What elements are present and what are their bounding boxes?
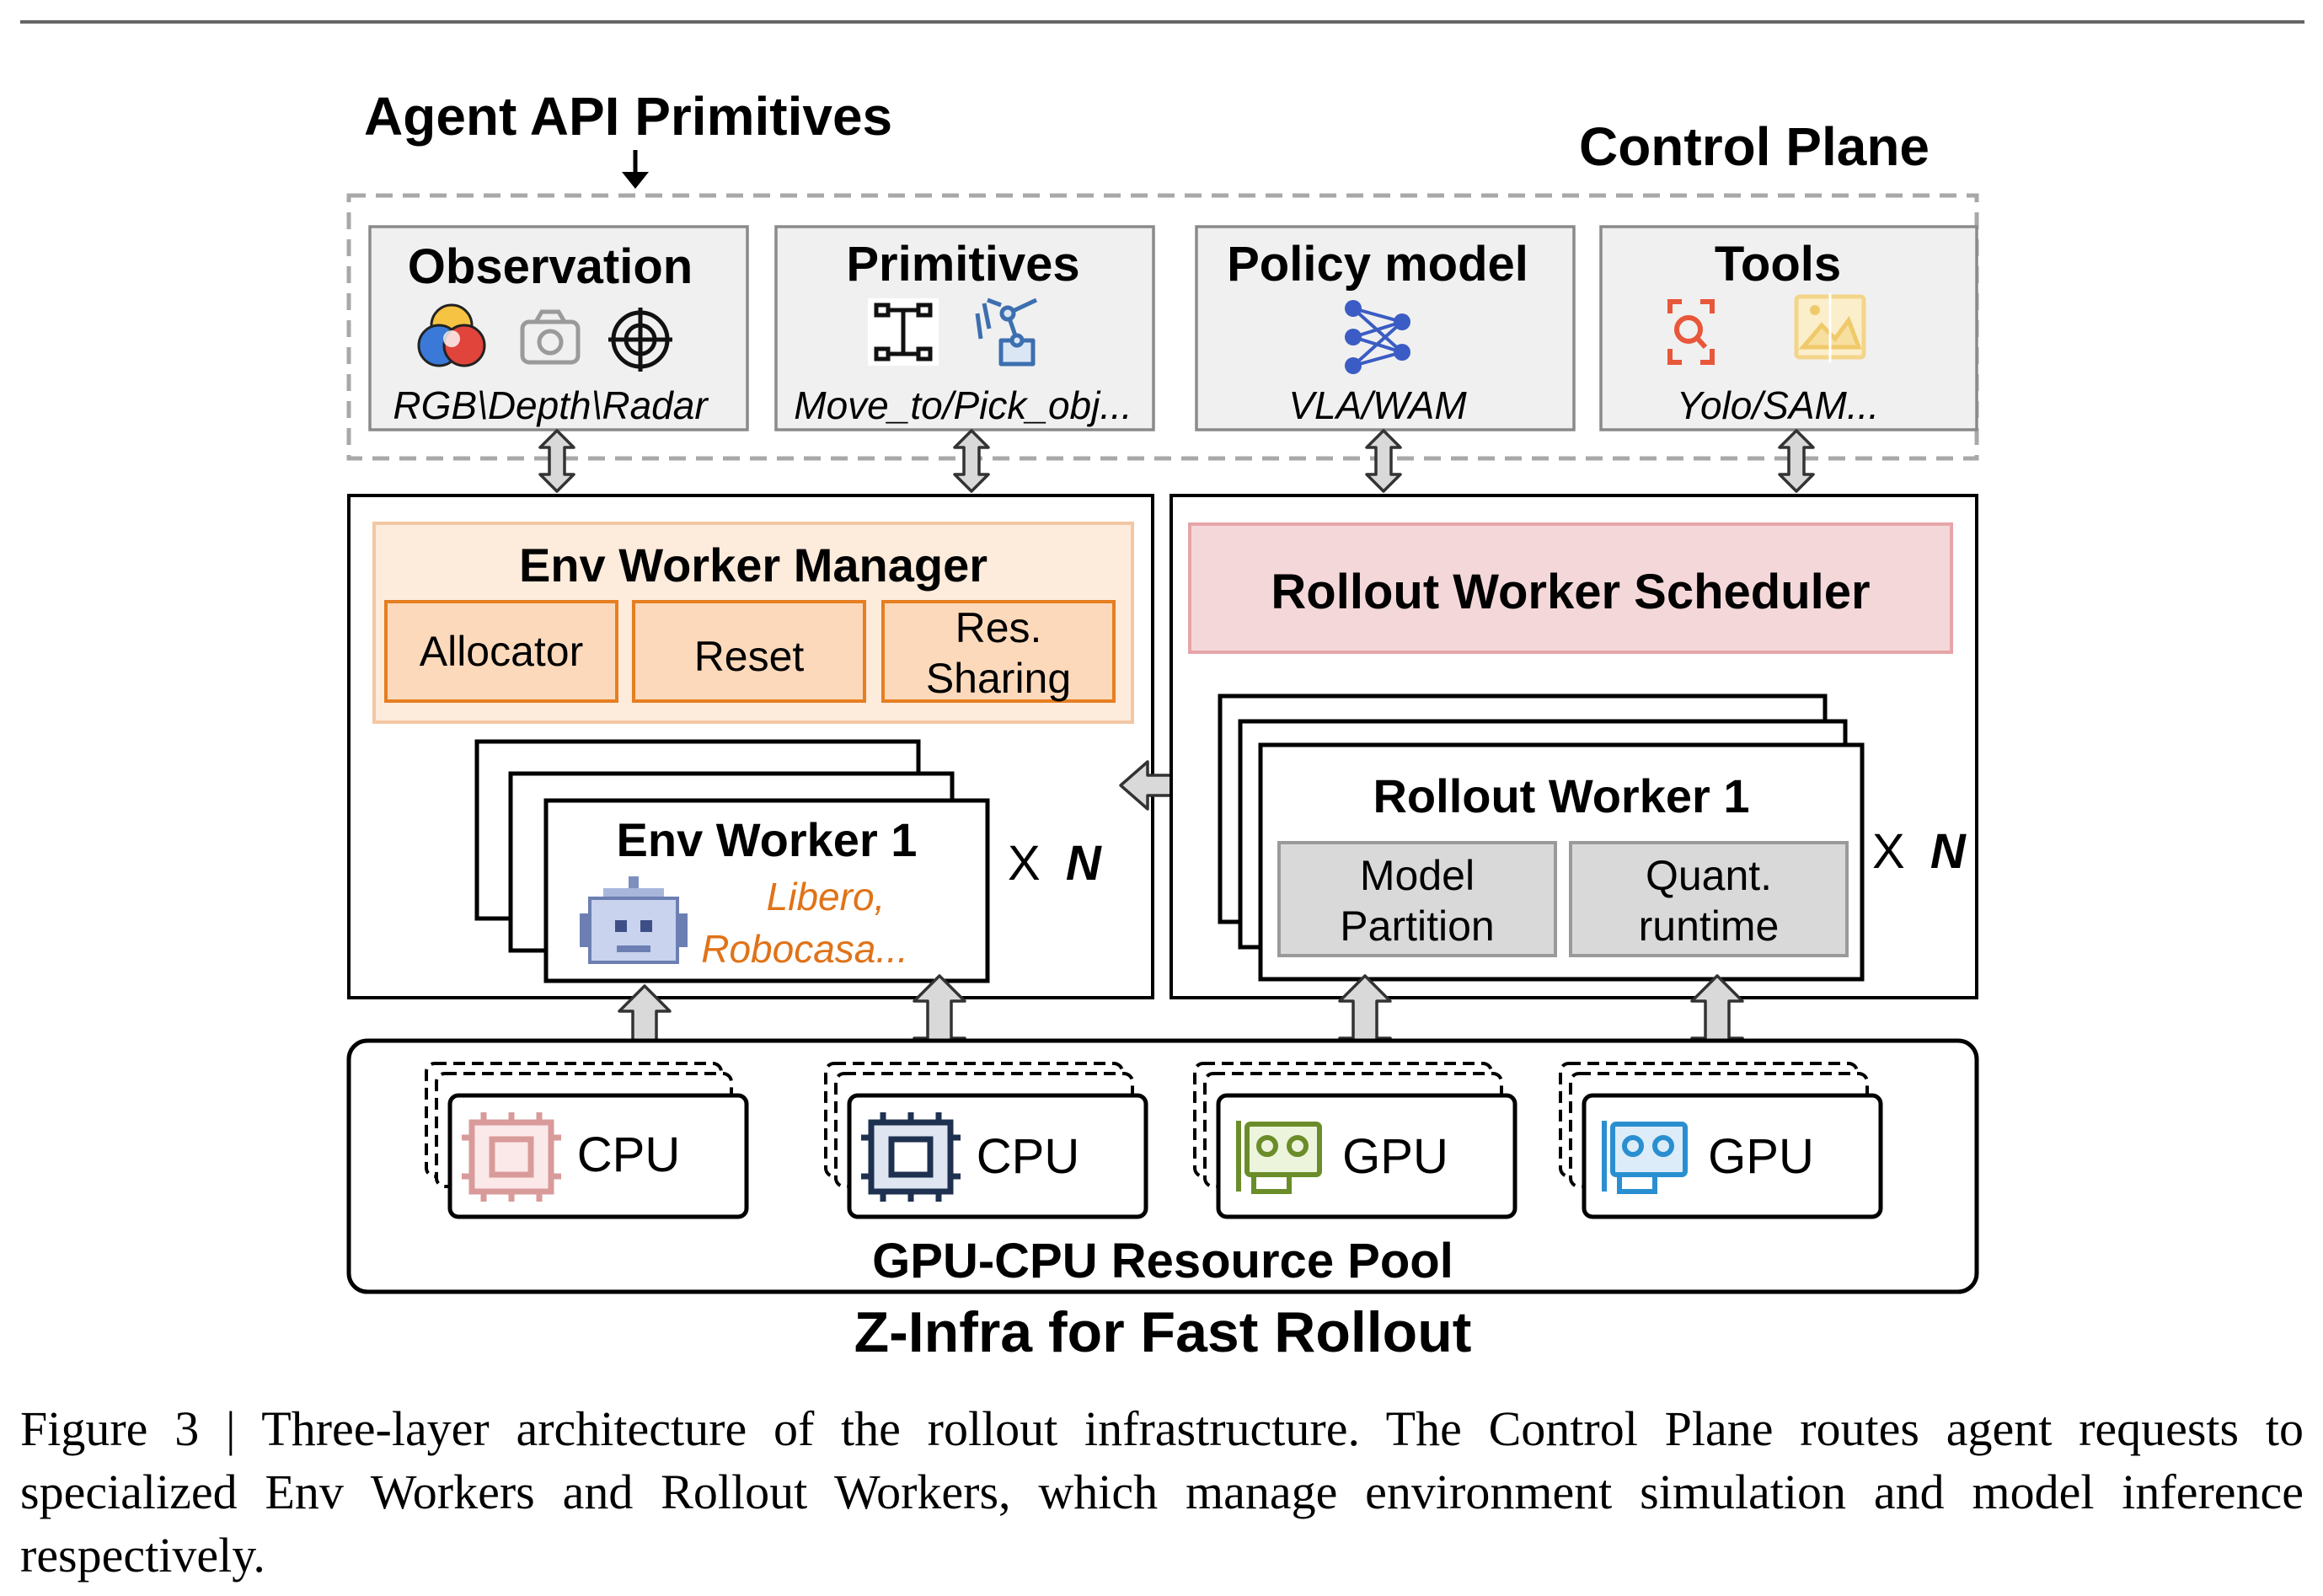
model-partition-box: [1277, 841, 1557, 957]
reset-label: Reset: [694, 633, 805, 680]
rollout-multiplier-x: X: [1872, 824, 1905, 879]
policy-model-card: Policy model VLA/WAM: [1195, 225, 1576, 431]
caption-text: Three-layer architecture of the rollout …: [20, 1401, 2304, 1583]
res-sharing-label-line2: Sharing: [926, 655, 1071, 702]
camera-icon: [520, 309, 581, 365]
rollout-worker-title: Rollout Worker 1: [1373, 769, 1749, 822]
device-gpu-1-label: GPU: [1342, 1129, 1448, 1184]
reset-box: [632, 600, 866, 703]
gpu-card-icon: [1236, 1121, 1322, 1194]
device-gpu-2-label: GPU: [1708, 1129, 1814, 1184]
res-sharing-box: [881, 600, 1116, 703]
env-worker-env-line2: Robocasa...: [701, 927, 907, 971]
primitives-card: Primitives Move_to/Pick_obj...: [774, 225, 1155, 431]
system-title: Z-Infra for Fast Rollout: [854, 1300, 1472, 1364]
rollout-scheduler: [1188, 522, 1953, 654]
image-segment-icon: [1794, 293, 1866, 362]
model-partition-line2: Partition: [1340, 902, 1494, 950]
gpu-card-icon: [1602, 1121, 1688, 1194]
arrow-tools-rollout: [1778, 429, 1815, 493]
quant-runtime-line1: Quant.: [1646, 852, 1772, 899]
device-cpu-1: CPU: [425, 1062, 749, 1219]
allocator-box: [384, 600, 618, 703]
device-gpu-2: GPU: [1559, 1062, 1883, 1219]
observation-subtitle: RGB\Depth\Radar: [393, 383, 709, 427]
device-cpu-2: CPU: [824, 1062, 1148, 1219]
tools-subtitle: Yolo/SAM...: [1677, 383, 1879, 427]
policy-model-title: Policy model: [1227, 237, 1528, 292]
cpu-chip-icon: [861, 1112, 961, 1202]
primitives-subtitle: Move_to/Pick_obj...: [794, 383, 1132, 427]
device-gpu-1: GPU: [1193, 1062, 1517, 1219]
arrow-primitives-env: [953, 429, 990, 493]
rgb-color-icon: [417, 303, 486, 367]
res-sharing-label-line1: Res.: [955, 604, 1042, 651]
arrow-policy-rollout: [1365, 429, 1402, 493]
robot-arm-icon: [975, 297, 1038, 367]
observation-title: Observation: [408, 239, 693, 294]
detection-scan-icon: [1667, 299, 1715, 365]
rollout-scheduler-title: Rollout Worker Scheduler: [1271, 565, 1870, 619]
env-manager-title: Env Worker Manager: [519, 538, 988, 592]
neural-network-icon: [1345, 300, 1410, 374]
agent-api-arrowhead: [622, 172, 649, 189]
figure-caption: Figure 3 | Three-layer architecture of t…: [20, 1397, 2304, 1587]
env-multiplier: X N: [1008, 836, 1102, 891]
env-worker-title: Env Worker 1: [617, 813, 918, 866]
rollout-multiplier-n: N: [1930, 824, 1967, 879]
agent-api-label: Agent API Primitives: [364, 86, 892, 147]
gripper-icon: [868, 298, 939, 366]
primitives-title: Primitives: [846, 237, 1079, 292]
arrow-observation-env: [538, 429, 575, 493]
env-multiplier-x: X: [1008, 836, 1041, 891]
allocator-label: Allocator: [420, 628, 584, 675]
env-worker-manager: Env Worker Manager Allocator Reset Res. …: [372, 522, 1134, 724]
tools-card: Tools Yolo/SAM...: [1599, 225, 1978, 431]
rollout-worker-stack: Rollout Worker 1 Model Partition Quant. …: [1218, 694, 1865, 982]
quant-runtime-box: [1569, 841, 1849, 957]
env-worker-env-line1: Libero,: [767, 875, 886, 919]
device-cpu-1-label: CPU: [577, 1127, 680, 1182]
env-multiplier-n: N: [1066, 836, 1102, 891]
cpu-chip-icon: [462, 1112, 561, 1202]
robot-icon: [580, 876, 688, 964]
env-worker-stack: Env Worker 1 Libero, Robocasa...: [474, 739, 990, 983]
radar-target-icon: [608, 308, 672, 372]
rollout-multiplier: X N: [1872, 824, 1967, 879]
caption-label: Figure 3 |: [20, 1401, 262, 1456]
model-partition-line1: Model: [1360, 852, 1475, 899]
tools-title: Tools: [1715, 237, 1841, 292]
policy-model-subtitle: VLA/WAM: [1288, 383, 1467, 427]
device-cpu-2-label: CPU: [977, 1129, 1079, 1184]
observation-card: Observation RGB\Depth\Radar: [368, 225, 749, 431]
quant-runtime-line2: runtime: [1639, 902, 1780, 950]
resource-pool-title: GPU-CPU Resource Pool: [872, 1234, 1453, 1288]
control-plane-title: Control Plane: [1579, 116, 1930, 177]
